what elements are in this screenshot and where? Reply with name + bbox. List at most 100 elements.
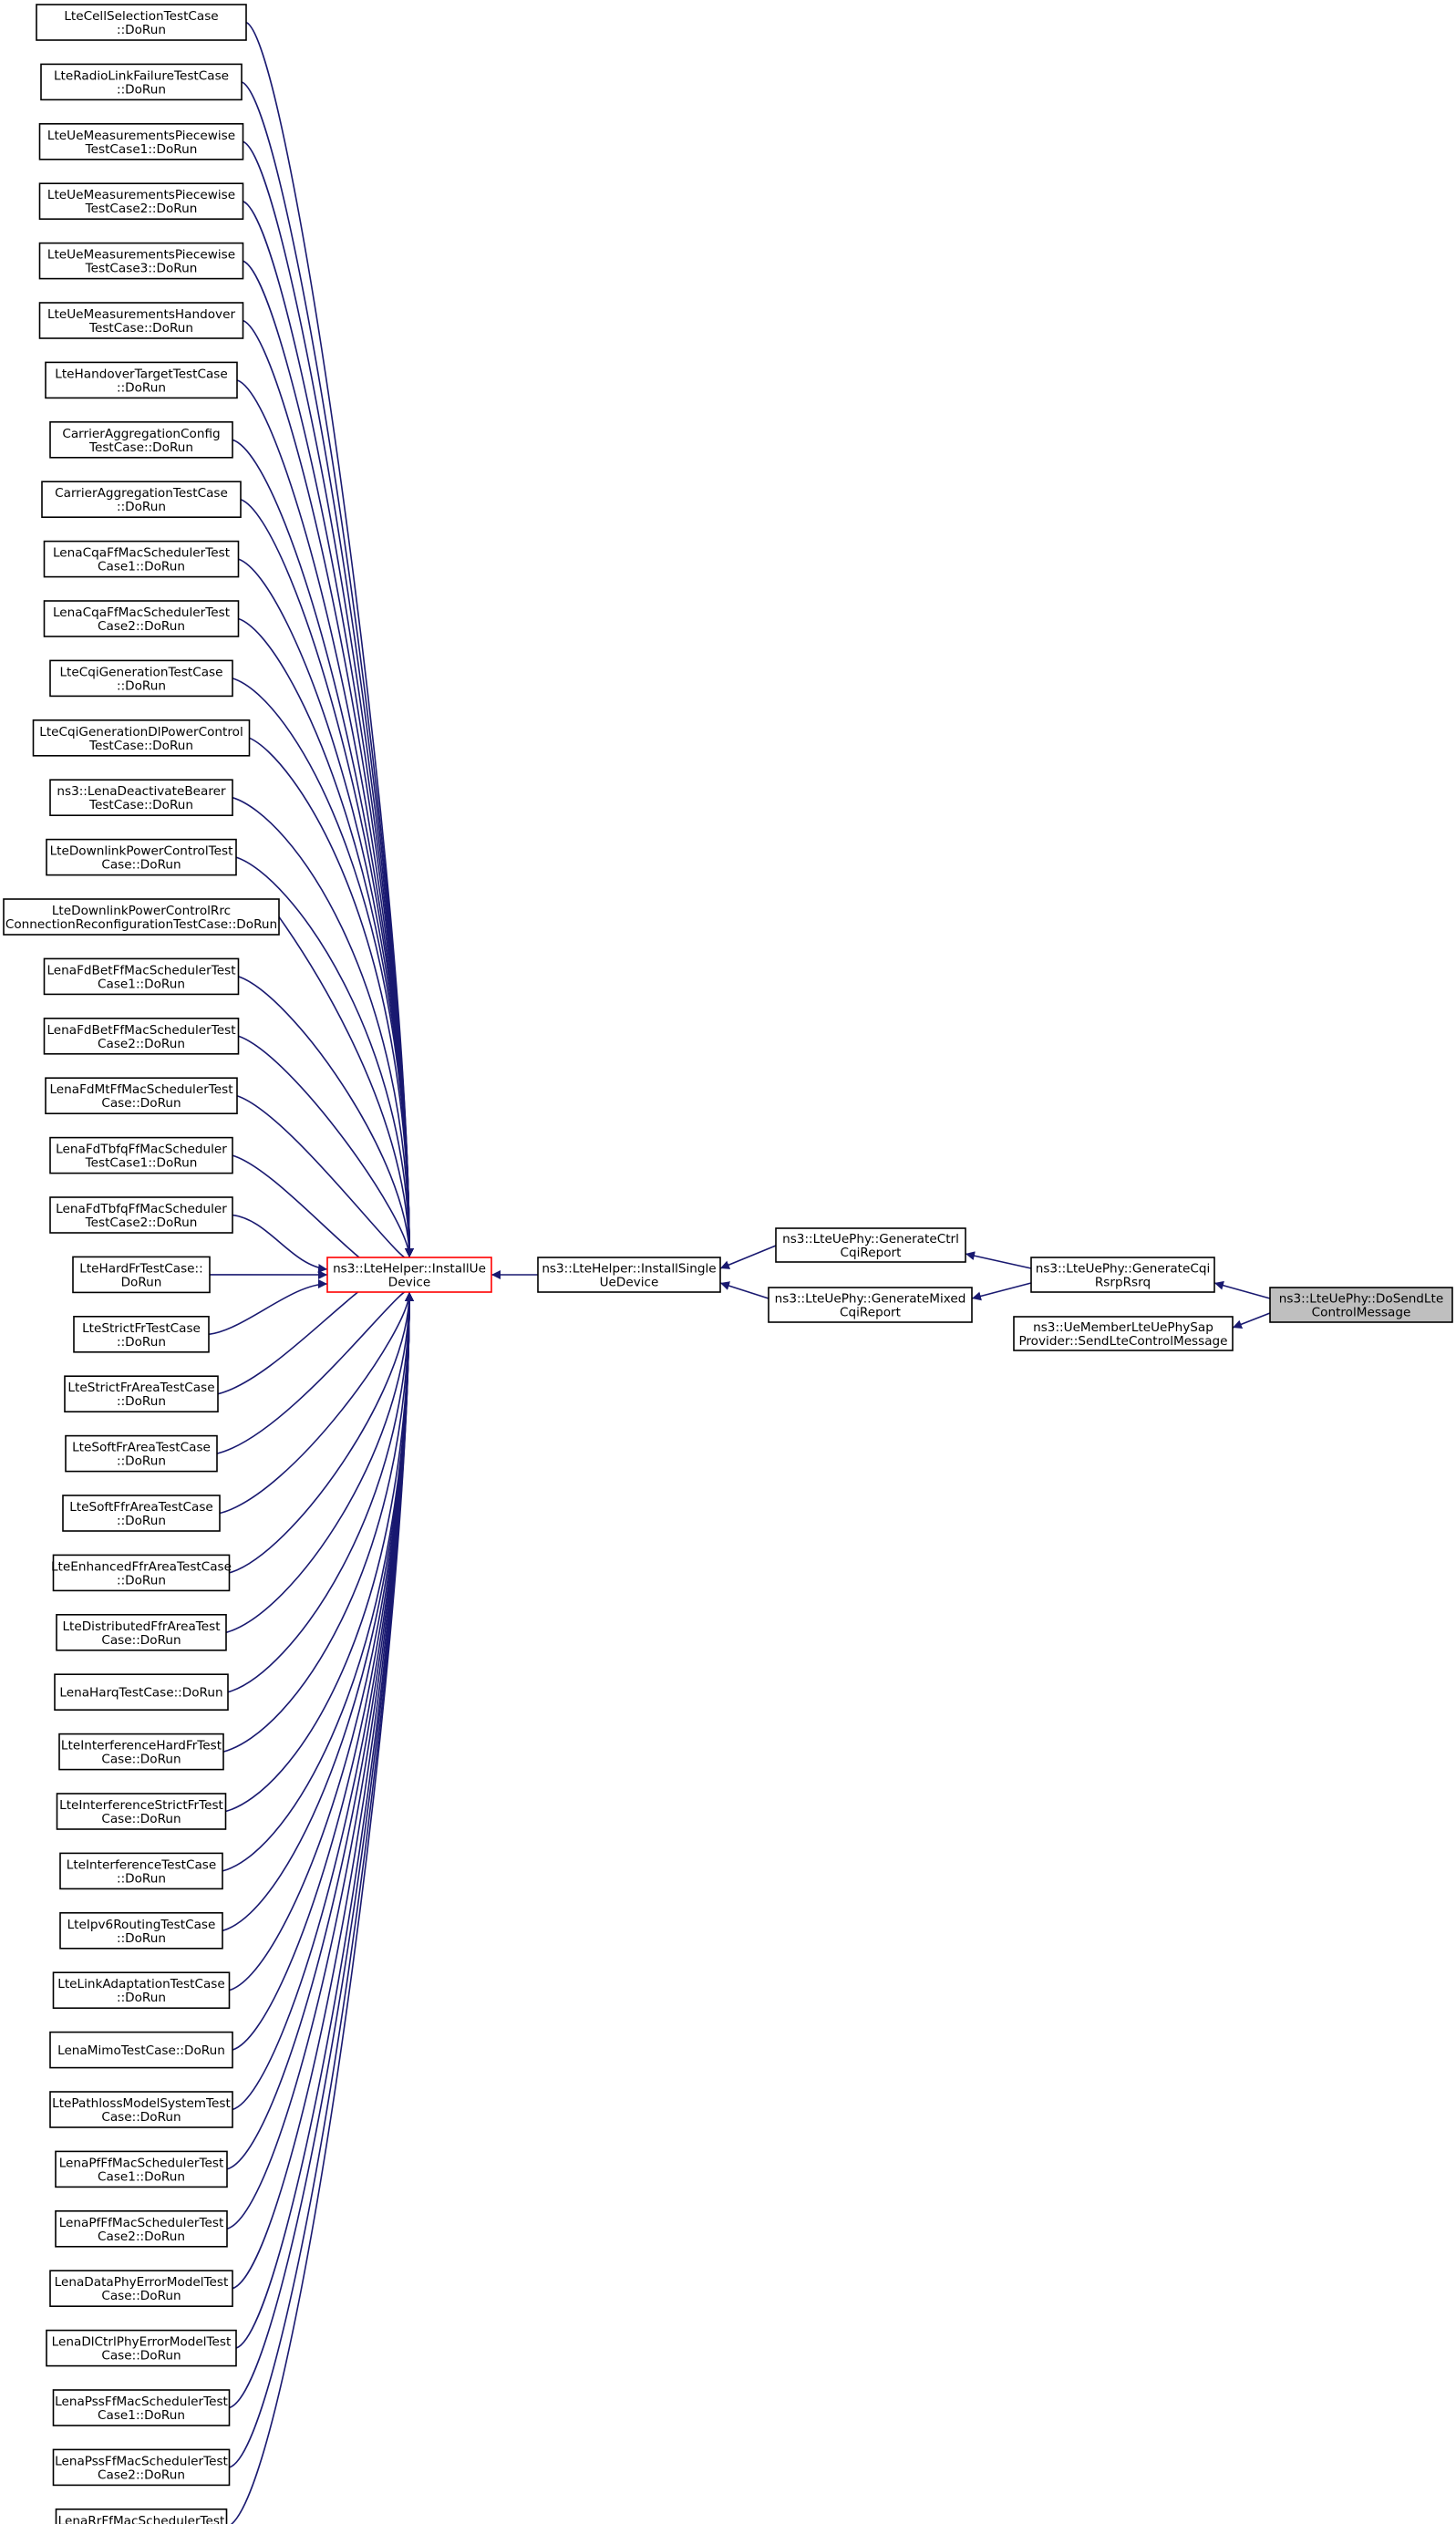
caller-node-26[interactable]: LteSoftFfrAreaTestCase::DoRun [62,1495,221,1532]
caller-node-20-label-2: TestCase1::DoRun [85,1156,198,1171]
caller-node-32-label-2: ::DoRun [117,1871,166,1886]
caller-node-33[interactable]: LteIpv6RoutingTestCase::DoRun [59,1912,223,1950]
caller-node-13[interactable]: LteCqiGenerationDlPowerControlTestCase::… [32,719,251,757]
caller-node-9-box [41,481,242,519]
caller-node-2[interactable]: LteRadioLinkFailureTestCase::DoRun [40,63,243,101]
caller-node-34[interactable]: LteLinkAdaptationTestCase::DoRun [52,1971,231,2009]
edge-caller-23-to-install-ue-device [208,1279,328,1336]
caller-node-10-label-1: LenaCqaFfMacSchedulerTest [53,546,230,561]
caller-node-1-label-2: ::DoRun [117,23,166,37]
caller-node-9-label-1: CarrierAggregationTestCase [55,486,228,501]
edge-caller-31-to-install-ue-device [225,1291,414,1813]
caller-node-41-label-1: LenaPssFfMacSchedulerTest [55,2395,228,2409]
caller-node-7[interactable]: LteHandoverTargetTestCase::DoRun [45,361,238,399]
caller-node-27[interactable]: LteEnhancedFfrAreaTestCase::DoRun [51,1554,232,1592]
send-lte-control-message-node[interactable]: ns3::UeMemberLteUePhySapProvider::SendLt… [1013,1316,1234,1351]
caller-node-43[interactable]: LenaRrFfMacSchedulerTestCase::DoRun [55,2508,228,2524]
caller-node-5-label-2: TestCase3::DoRun [85,262,198,276]
caller-node-5[interactable]: LteUeMeasurementsPiecewiseTestCase3::DoR… [38,242,244,280]
caller-node-22[interactable]: LteHardFrTestCase::DoRun [72,1256,211,1294]
caller-node-23[interactable]: LteStrictFrTestCase::DoRun [73,1316,210,1353]
caller-node-25[interactable]: LteSoftFrAreaTestCase::DoRun [65,1434,218,1473]
generate-ctrl-cqi-report-node-label-2: CqiReport [841,1246,902,1260]
caller-node-15-box [46,838,237,876]
caller-node-17-box [43,957,240,996]
caller-node-29-box [54,1673,229,1711]
caller-node-31-box [56,1793,227,1830]
edge-caller-15-to-install-ue-device [235,856,414,1258]
caller-node-32-box [59,1852,223,1890]
caller-node-3[interactable]: LteUeMeasurementsPiecewiseTestCase1::DoR… [38,123,244,160]
caller-node-40-label-1: LenaDlCtrlPhyErrorModelTest [52,2335,232,2350]
install-ue-device-node-label-1: ns3::LteHelper::InstallUe [333,1262,486,1277]
generate-mixed-cqi-report-node-box [768,1287,973,1323]
generate-ctrl-cqi-report-node-label-1: ns3::LteUePhy::GenerateCtrl [782,1232,959,1246]
edge-caller-14-to-install-ue-device [232,796,414,1258]
caller-node-16[interactable]: LteDownlinkPowerControlRrcConnectionReco… [3,898,280,936]
caller-node-16-box [3,898,280,936]
caller-node-19-label-2: Case::DoRun [101,1096,181,1111]
caller-node-7-box [45,361,238,399]
caller-node-1[interactable]: LteCellSelectionTestCase::DoRun [36,4,247,41]
caller-node-21-label-2: TestCase2::DoRun [85,1215,198,1230]
caller-node-16-label-1: LteDownlinkPowerControlRrc [52,904,231,918]
edge-caller-16-to-install-ue-device [278,916,414,1258]
caller-node-32[interactable]: LteInterferenceTestCase::DoRun [59,1852,223,1890]
nodes: LteCellSelectionTestCase::DoRunLteRadioL… [3,4,1453,2524]
caller-node-34-label-2: ::DoRun [117,1991,166,2005]
edge-caller-41-to-install-ue-device [229,1291,414,2409]
caller-node-12[interactable]: LteCqiGenerationTestCase::DoRun [49,659,233,698]
caller-node-33-label-2: ::DoRun [117,1931,166,1946]
caller-node-4-label-2: TestCase2::DoRun [85,202,198,216]
caller-node-4[interactable]: LteUeMeasurementsPiecewiseTestCase2::DoR… [38,182,244,220]
caller-node-30-label-1: LteInterferenceHardFrTest [61,1739,222,1753]
caller-node-5-label-1: LteUeMeasurementsPiecewise [47,248,235,263]
edges [208,21,1271,2524]
caller-node-35[interactable]: LenaMimoTestCase::DoRun [49,2031,233,2069]
caller-node-6-label-1: LteUeMeasurementsHandover [47,307,236,322]
caller-node-40-box [46,2329,237,2367]
caller-node-6-label-2: TestCase::DoRun [88,321,193,336]
caller-node-29[interactable]: LenaHarqTestCase::DoRun [54,1673,229,1711]
caller-node-6-box [38,302,244,339]
edge-caller-1-to-install-ue-device [245,21,414,1258]
caller-node-33-label-1: LteIpv6RoutingTestCase [67,1918,216,1932]
caller-node-24[interactable]: LteStrictFrAreaTestCase::DoRun [64,1375,219,1412]
caller-node-27-label-2: ::DoRun [117,1573,166,1588]
caller-node-25-box [65,1434,218,1473]
caller-node-22-box [72,1256,211,1294]
edge-generate-cqi-to-generate-ctrl [965,1251,1032,1269]
caller-node-9[interactable]: CarrierAggregationTestCase::DoRun [41,481,242,519]
caller-node-26-label-2: ::DoRun [117,1514,166,1528]
caller-node-32-label-1: LteInterferenceTestCase [67,1857,216,1872]
caller-node-33-box [59,1912,223,1950]
